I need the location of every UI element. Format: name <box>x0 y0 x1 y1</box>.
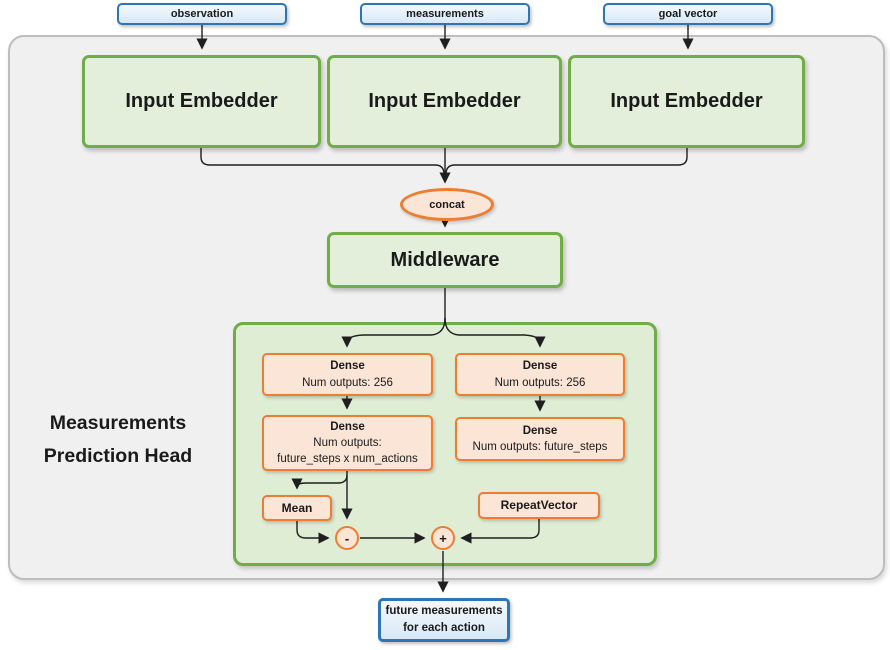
arrow-mean-to-minus <box>296 521 330 544</box>
minus-operator-circle: - <box>335 526 359 550</box>
dense-right-2-title: Dense <box>522 424 558 437</box>
output-label-line1: future measurements <box>385 604 503 617</box>
repeat-vector-box: RepeatVector <box>478 492 600 519</box>
dense-left-1-title: Dense <box>330 360 365 373</box>
goal-vector-box: goal vector <box>603 3 773 25</box>
arrow-dense-l2-to-mean <box>291 474 348 490</box>
repeat-vector-label: RepeatVector <box>500 498 578 513</box>
dense-left-1-subtitle: Num outputs: 256 <box>302 376 393 389</box>
measurements-box: measurements <box>360 3 530 25</box>
input-embedder-box-2: Input Embedder <box>327 55 562 148</box>
plus-operator-circle: + <box>431 526 455 550</box>
dense-left-2-title: Dense <box>330 420 365 433</box>
merge-right-line <box>445 148 688 175</box>
mean-label: Mean <box>281 500 313 515</box>
dense-left-2-subtitle2: future_steps x num_actions <box>277 453 418 466</box>
output-label-line2: for each action <box>403 622 485 634</box>
dense-right-2-subtitle: Num outputs: future_steps <box>472 441 608 453</box>
merge-left-line <box>200 148 445 175</box>
dense-left-1-box: Dense Num outputs: 256 <box>262 353 433 396</box>
middleware-label: Middleware <box>390 248 500 271</box>
arrow-repeat-to-plus <box>460 519 540 544</box>
goal-vector-label: goal vector <box>658 8 718 20</box>
measurements-label: measurements <box>406 8 484 20</box>
prediction-head-title-line2: Prediction Head <box>43 445 193 467</box>
concat-ellipse: concat <box>400 188 494 221</box>
arrow-fork-right <box>444 317 546 348</box>
input-embedder-box-3: Input Embedder <box>568 55 805 148</box>
input-embedder-label-2: Input Embedder <box>368 90 521 112</box>
input-embedder-box-1: Input Embedder <box>82 55 321 148</box>
prediction-head-title: Measurements Prediction Head <box>20 407 216 473</box>
observation-box: observation <box>117 3 287 25</box>
dense-left-2-subtitle1: Num outputs: <box>313 436 382 449</box>
prediction-head-title-line1: Measurements <box>49 412 187 434</box>
minus-label: - <box>344 530 350 546</box>
dense-right-1-box: Dense Num outputs: 256 <box>455 353 625 396</box>
input-embedder-label-3: Input Embedder <box>610 90 763 112</box>
dense-right-1-subtitle: Num outputs: 256 <box>494 376 586 389</box>
output-box: future measurements for each action <box>378 598 510 642</box>
arrow-fork-left <box>341 317 446 348</box>
dense-left-2-box: Dense Num outputs: future_steps x num_ac… <box>262 415 433 471</box>
dense-right-2-box: Dense Num outputs: future_steps <box>455 417 625 461</box>
observation-label: observation <box>170 8 234 20</box>
middleware-box: Middleware <box>327 232 563 288</box>
mean-box: Mean <box>262 495 332 521</box>
plus-label: + <box>439 530 447 546</box>
input-embedder-label-1: Input Embedder <box>125 90 278 112</box>
concat-label: concat <box>429 198 465 211</box>
dense-right-1-title: Dense <box>522 360 558 373</box>
